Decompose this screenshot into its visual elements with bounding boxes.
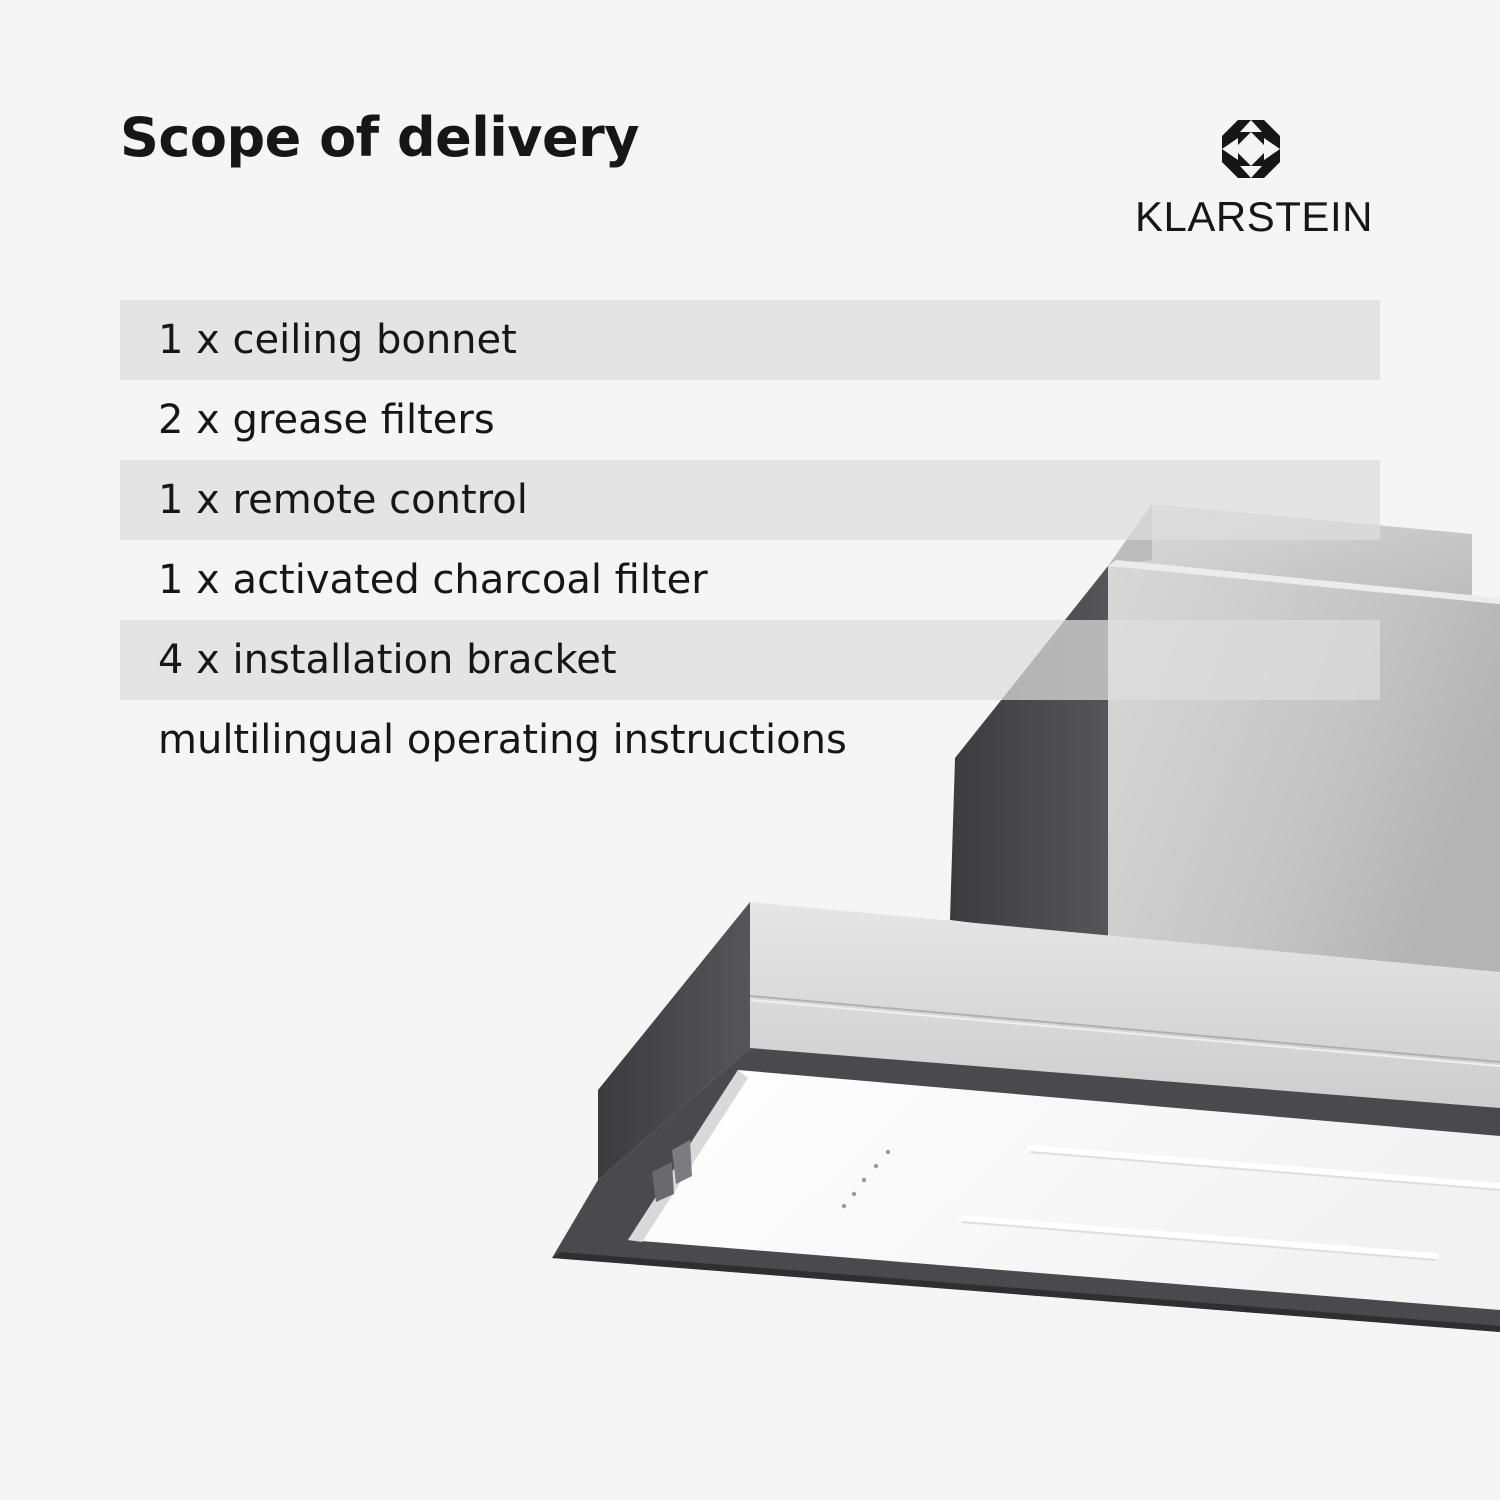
scope-item: 1 x activated charcoal filter xyxy=(158,557,708,603)
scope-item: 1 x ceiling bonnet xyxy=(120,300,1380,380)
brand-logo: KLARSTEIN xyxy=(1120,118,1388,242)
klarstein-diamond-icon xyxy=(1222,120,1280,178)
scope-item: multilingual operating instructions xyxy=(158,717,847,763)
brand-name: KLARSTEIN xyxy=(1135,193,1373,240)
scope-item: 4 x installation bracket xyxy=(120,620,1380,700)
page-title: Scope of delivery xyxy=(120,106,639,169)
scope-item: 1 x remote control xyxy=(120,460,1380,540)
scope-of-delivery-list: 1 x ceiling bonnet 2 x grease filters 1 … xyxy=(120,300,1380,780)
scope-item: 2 x grease filters xyxy=(158,397,495,443)
